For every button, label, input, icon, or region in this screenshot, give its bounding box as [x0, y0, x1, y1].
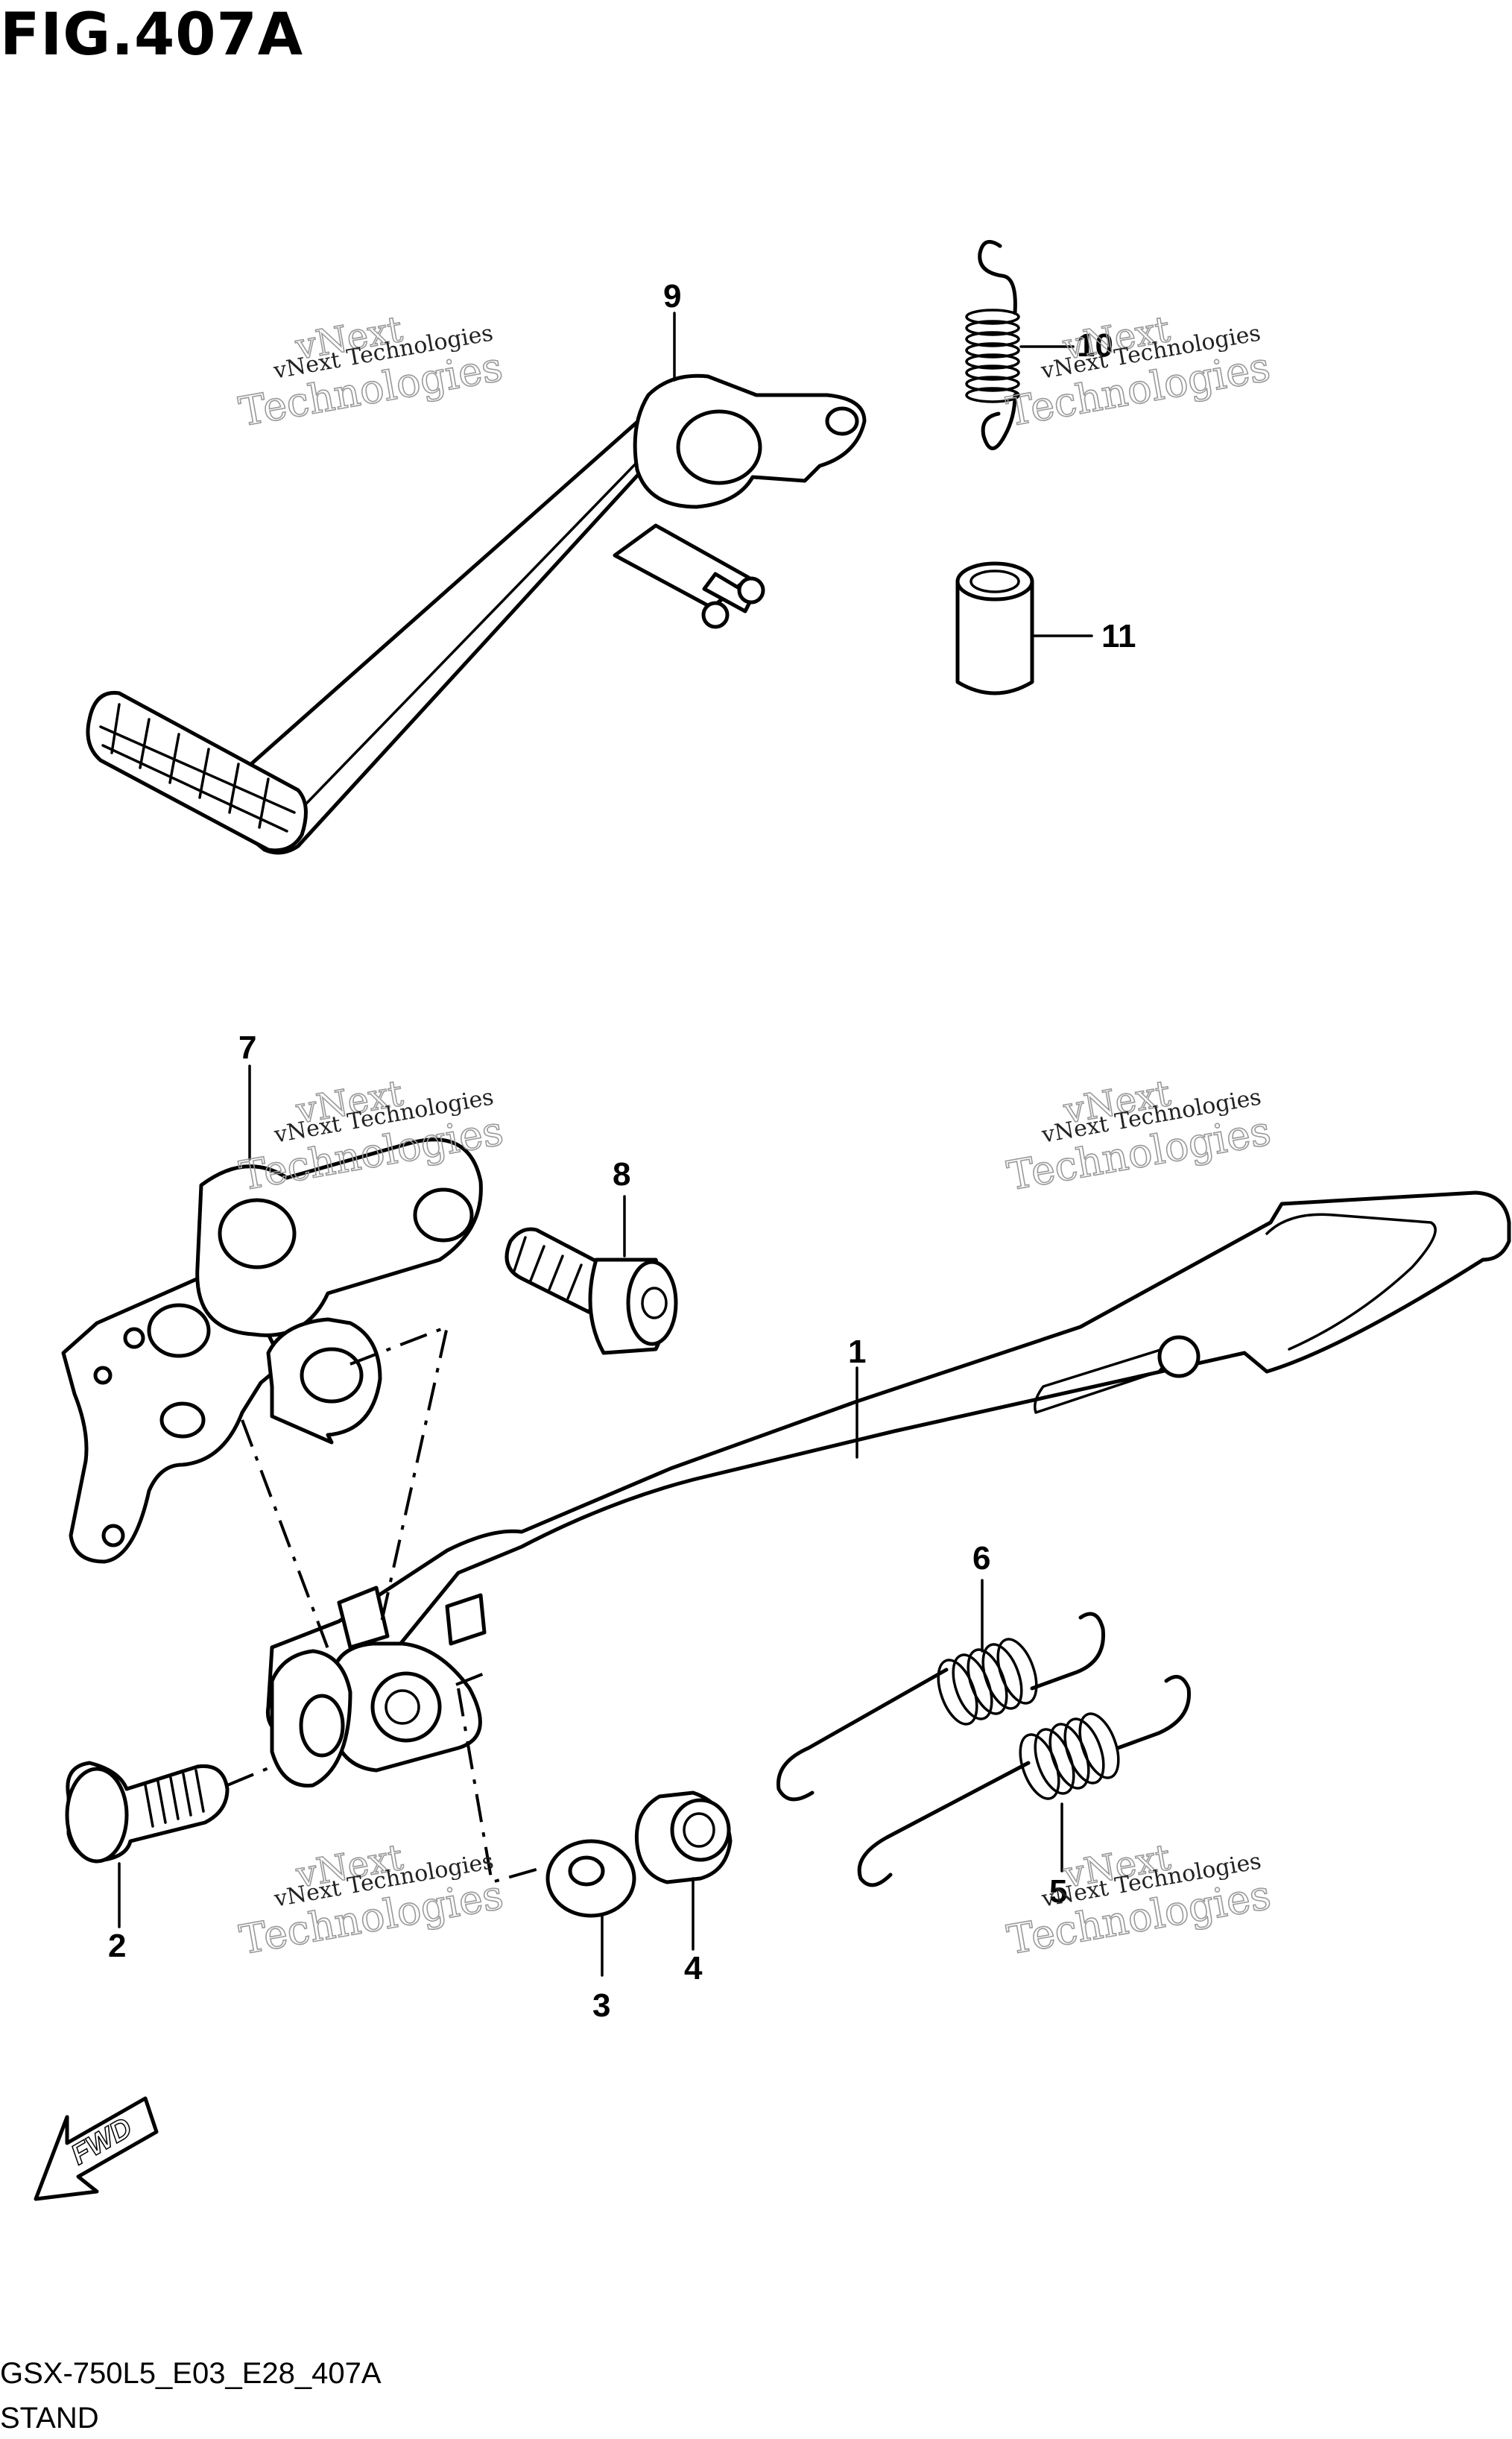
part-1-side-stand: [265, 1190, 1511, 1788]
callouts: 1 2 3 4 5 6 7 8 9 10 11: [108, 278, 1136, 2024]
callout-8: 8: [613, 1156, 630, 1193]
part-5-spring: [857, 1674, 1191, 1887]
part-9-pedal: [86, 373, 867, 855]
callout-6: 6: [972, 1540, 990, 1577]
callout-4: 4: [684, 1950, 703, 1987]
callout-7: 7: [238, 1029, 256, 1066]
figure-title: FIG.407A: [0, 1, 304, 69]
callout-10: 10: [1077, 327, 1113, 364]
figure-name: STAND: [0, 2402, 99, 2435]
part-2-stand-bolt: [65, 1761, 230, 1864]
part-7-bracket: [61, 1138, 483, 1564]
part-3-washer: [545, 1839, 636, 1918]
watermark-bottom-left: vNext vNext Technologies Technologies: [235, 1836, 507, 1964]
callout-3: 3: [592, 1987, 610, 2024]
watermark-mid-right: vNext vNext Technologies Technologies: [1003, 1072, 1275, 1200]
leader-lines: [118, 312, 1093, 1977]
callout-9: 9: [663, 278, 681, 315]
part-4-nut: [634, 1790, 733, 1884]
callout-2: 2: [108, 1928, 126, 1964]
part-11-collar: [955, 561, 1034, 695]
assembly-lines: [227, 1324, 545, 1884]
figure-code: GSX-750L5_E03_E28_407A: [0, 2357, 382, 2390]
forward-arrow-icon: FWD: [34, 2096, 159, 2201]
callout-1: 1: [848, 1334, 866, 1370]
part-6-spring: [776, 1612, 1105, 1802]
callout-11: 11: [1101, 618, 1136, 654]
part-10-spring: [965, 239, 1020, 450]
watermark-top-right: vNext vNext Technologies Technologies: [1002, 308, 1274, 436]
watermark-top-left: vNext vNext Technologies Technologies: [235, 308, 507, 436]
callout-5: 5: [1049, 1873, 1067, 1910]
part-8-bolt: [504, 1227, 678, 1355]
watermark-bottom-right: vNext vNext Technologies Technologies: [1003, 1836, 1275, 1964]
